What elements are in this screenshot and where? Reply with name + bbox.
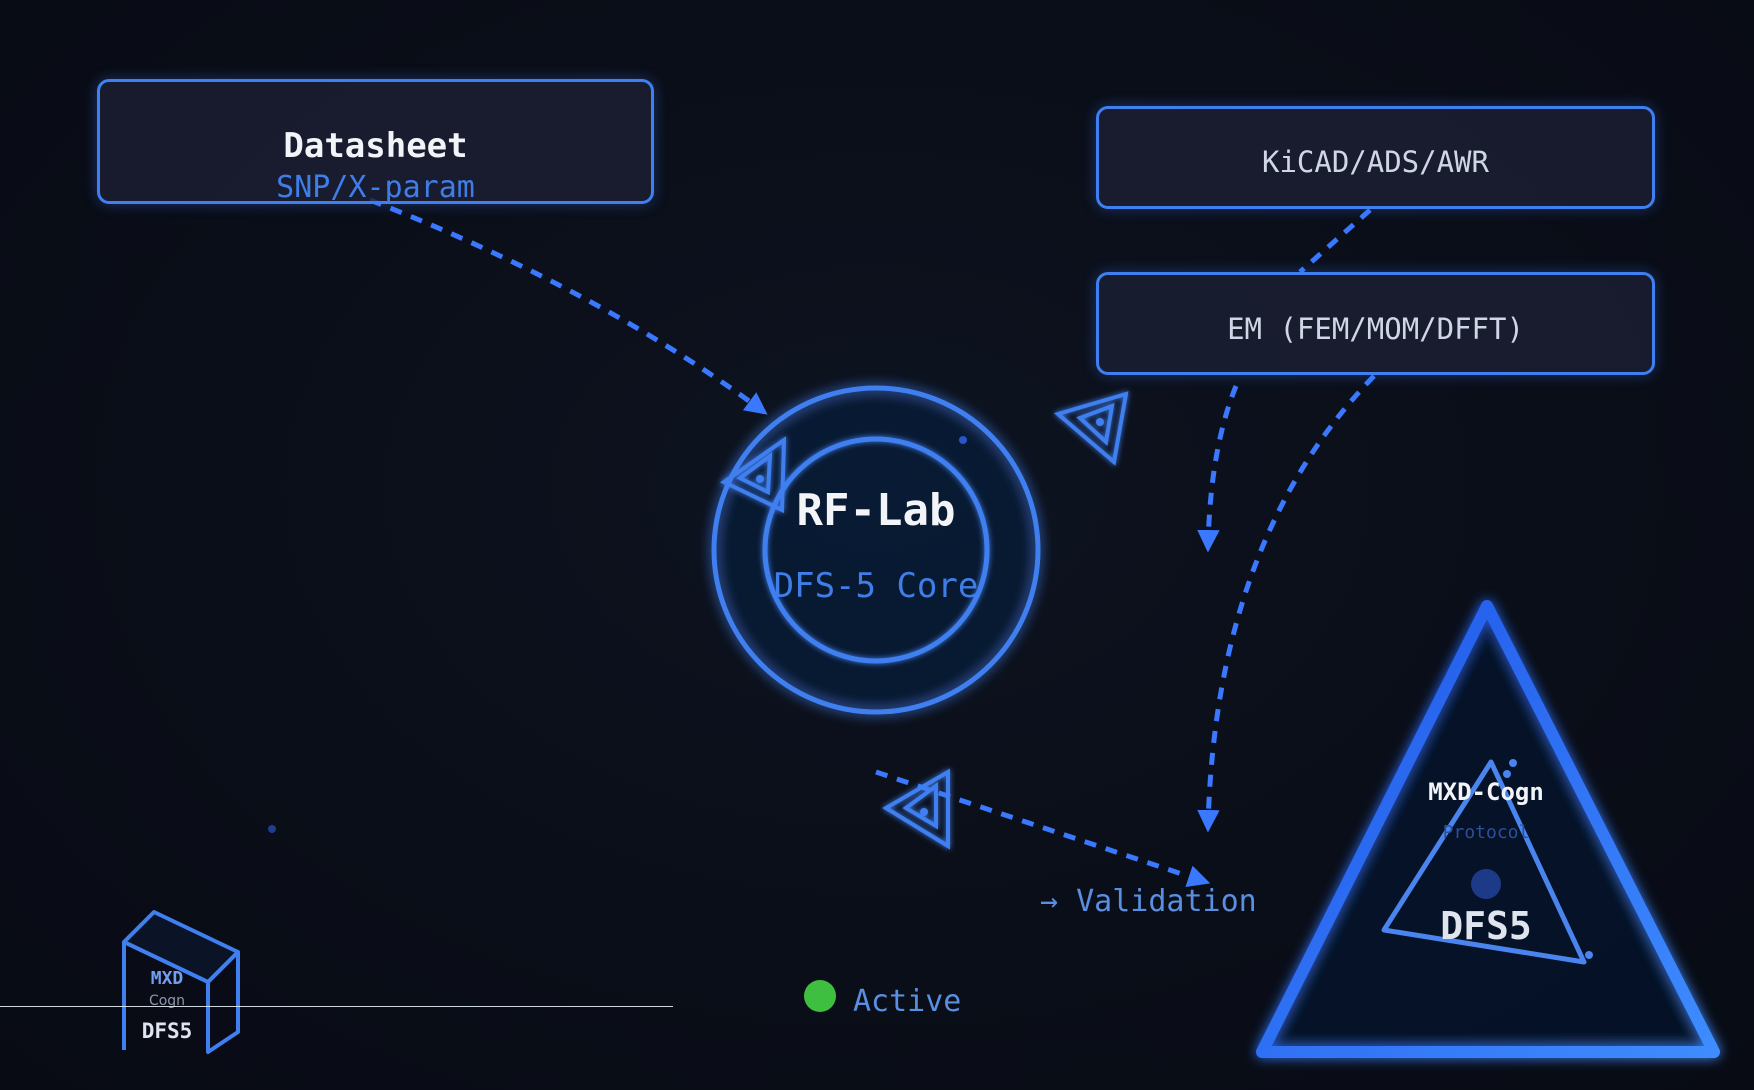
arrow-core-to-validation <box>875 769 1211 887</box>
eye-triangle-icon <box>1053 391 1129 466</box>
rf-lab-core-rings <box>711 385 1041 715</box>
core-title[interactable]: RF-Lab <box>796 485 956 536</box>
logo-line-3: DFS5 <box>141 1019 193 1043</box>
protocol-subtitle: Protocol <box>1442 822 1530 843</box>
em-solvers-node[interactable] <box>1096 272 1655 375</box>
divider-line <box>0 1006 673 1007</box>
eda-tools-node[interactable] <box>1096 106 1655 209</box>
core-outer-ring <box>711 385 1041 715</box>
protocol-triangle <box>1256 600 1720 1058</box>
validation-label: → Validation <box>1040 884 1257 919</box>
em-solvers-title: EM (FEM/MOM/DFFT) <box>1227 312 1524 346</box>
protocol-code: DFS5 <box>1440 904 1532 948</box>
protocol-title: MXD-Cogn <box>1428 778 1544 806</box>
core-orbit-dot <box>959 436 967 444</box>
status-label: Active <box>853 984 962 1019</box>
datasheet-node[interactable] <box>97 79 654 204</box>
cube-logo-icon <box>122 910 240 1054</box>
flow-arrows <box>369 197 1376 887</box>
protocol-core-dot <box>1471 869 1501 899</box>
logo-line-2: Cogn <box>148 993 186 1009</box>
decorative-dot <box>268 825 276 833</box>
connector-eda-to-em <box>1298 208 1372 274</box>
eye-triangle-icon <box>720 436 787 514</box>
protocol-outer-triangle <box>1256 600 1720 1058</box>
core-inner-ring <box>762 436 990 664</box>
logo-line-1: MXD <box>150 968 184 989</box>
datasheet-title: Datasheet <box>283 126 468 166</box>
eye-triangle-icon <box>882 768 950 850</box>
eda-tools-title: KiCAD/ADS/AWR <box>1262 145 1489 179</box>
protocol-inner-triangle <box>1381 759 1587 965</box>
arrow-em-to-validation <box>1197 374 1376 833</box>
status-indicator-dot <box>804 980 836 1012</box>
core-subtitle: DFS-5 Core <box>773 566 979 606</box>
arrow-datasheet-to-core <box>369 197 768 415</box>
arrow-em-to-mid <box>1197 385 1239 553</box>
datasheet-subtitle: SNP/X-param <box>276 170 475 205</box>
